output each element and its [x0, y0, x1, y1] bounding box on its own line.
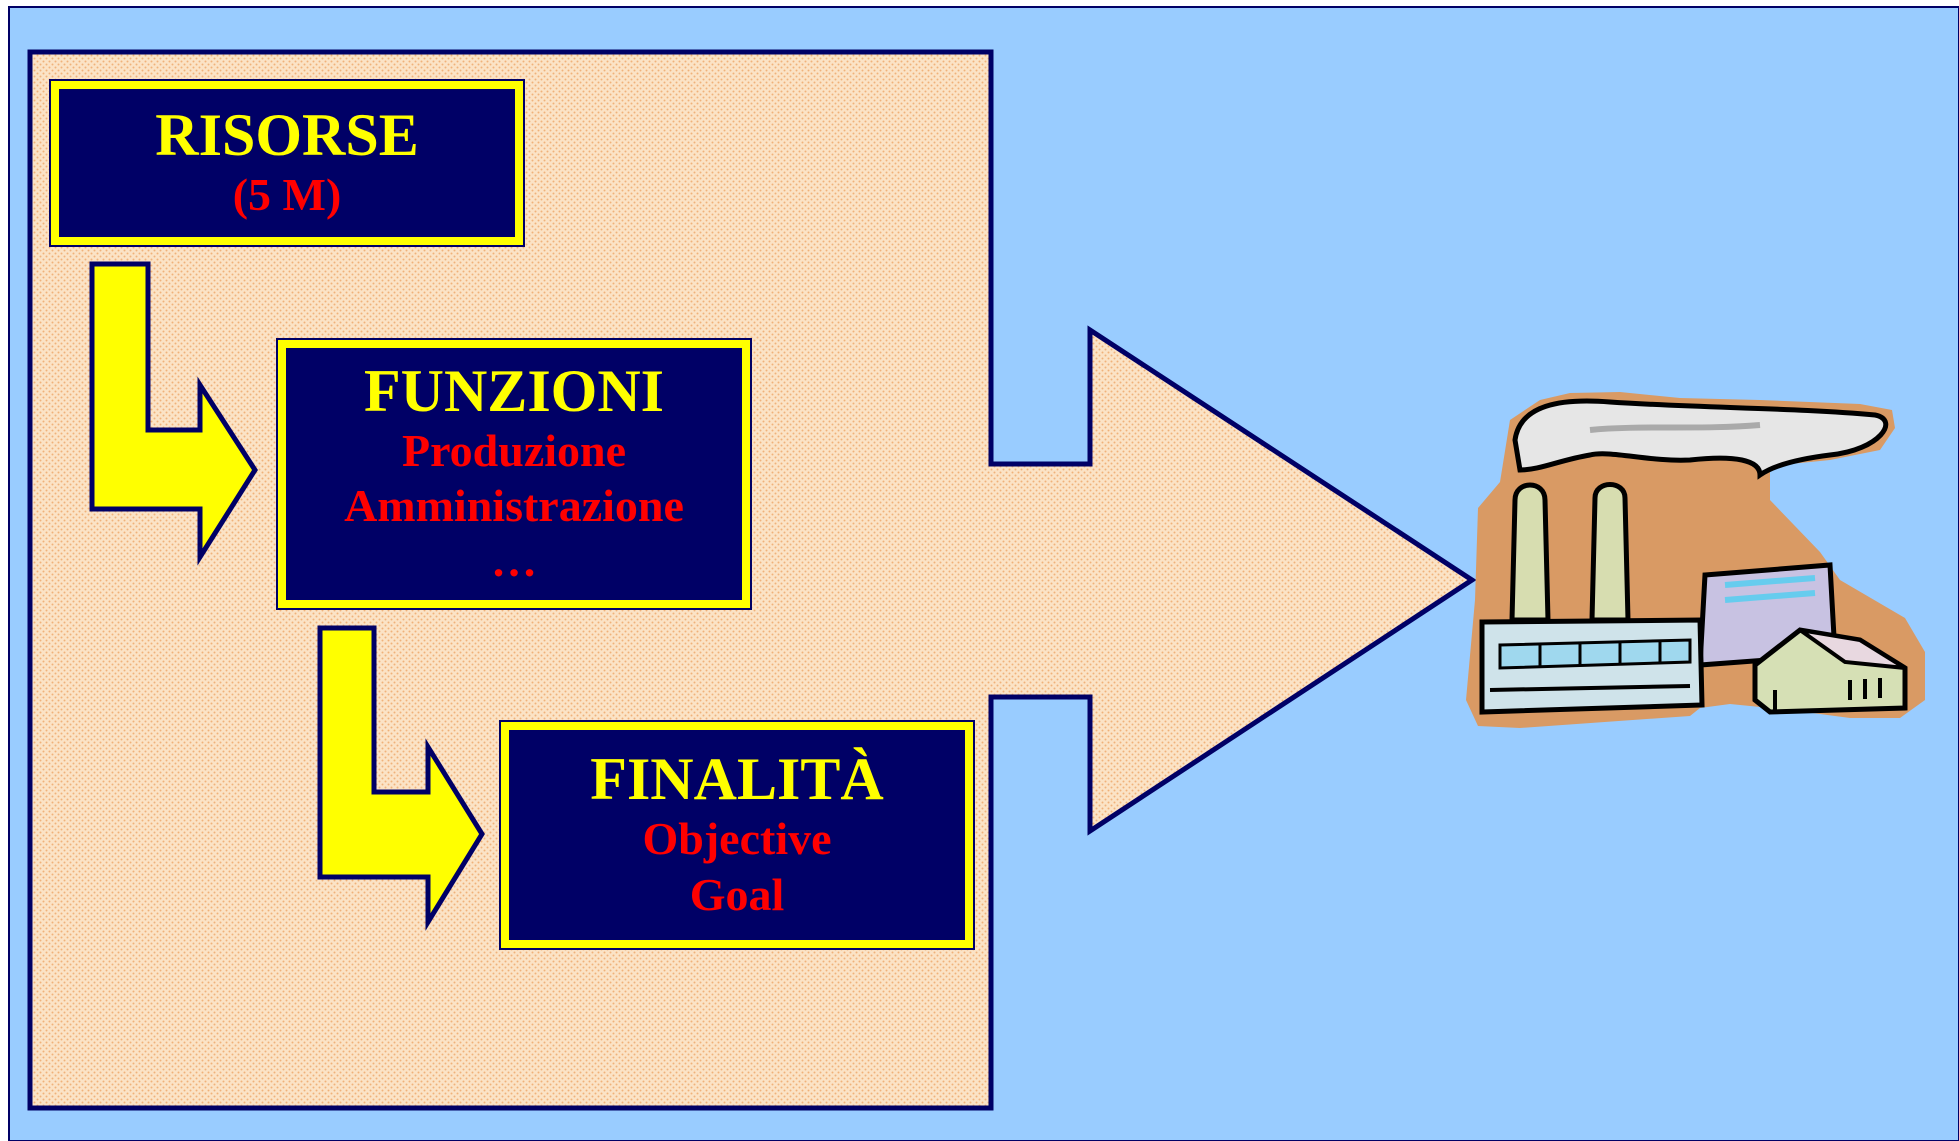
- box-funzioni-line-2: Amministrazione: [344, 479, 684, 531]
- elbow-arrow-icon: [89, 261, 258, 566]
- factory-icon: [1466, 392, 1925, 728]
- elbow-arrow-icon: [317, 625, 485, 931]
- box-funzioni-title: FUNZIONI: [363, 357, 665, 424]
- box-funzioni: FUNZIONI Produzione Amministrazione …: [276, 338, 752, 610]
- box-risorse-line: (5 M): [232, 168, 342, 220]
- box-finalita-line-1: Objective: [642, 813, 832, 865]
- box-risorse-title: RISORSE: [155, 101, 419, 168]
- box-finalita-line-2: Goal: [689, 868, 785, 920]
- box-funzioni-line-1: Produzione: [401, 424, 627, 476]
- box-risorse: RISORSE (5 M): [49, 79, 525, 247]
- box-finalita: FINALITÀ Objective Goal: [499, 720, 975, 950]
- box-funzioni-line-3: …: [491, 535, 537, 587]
- box-finalita-title: FINALITÀ: [590, 746, 884, 813]
